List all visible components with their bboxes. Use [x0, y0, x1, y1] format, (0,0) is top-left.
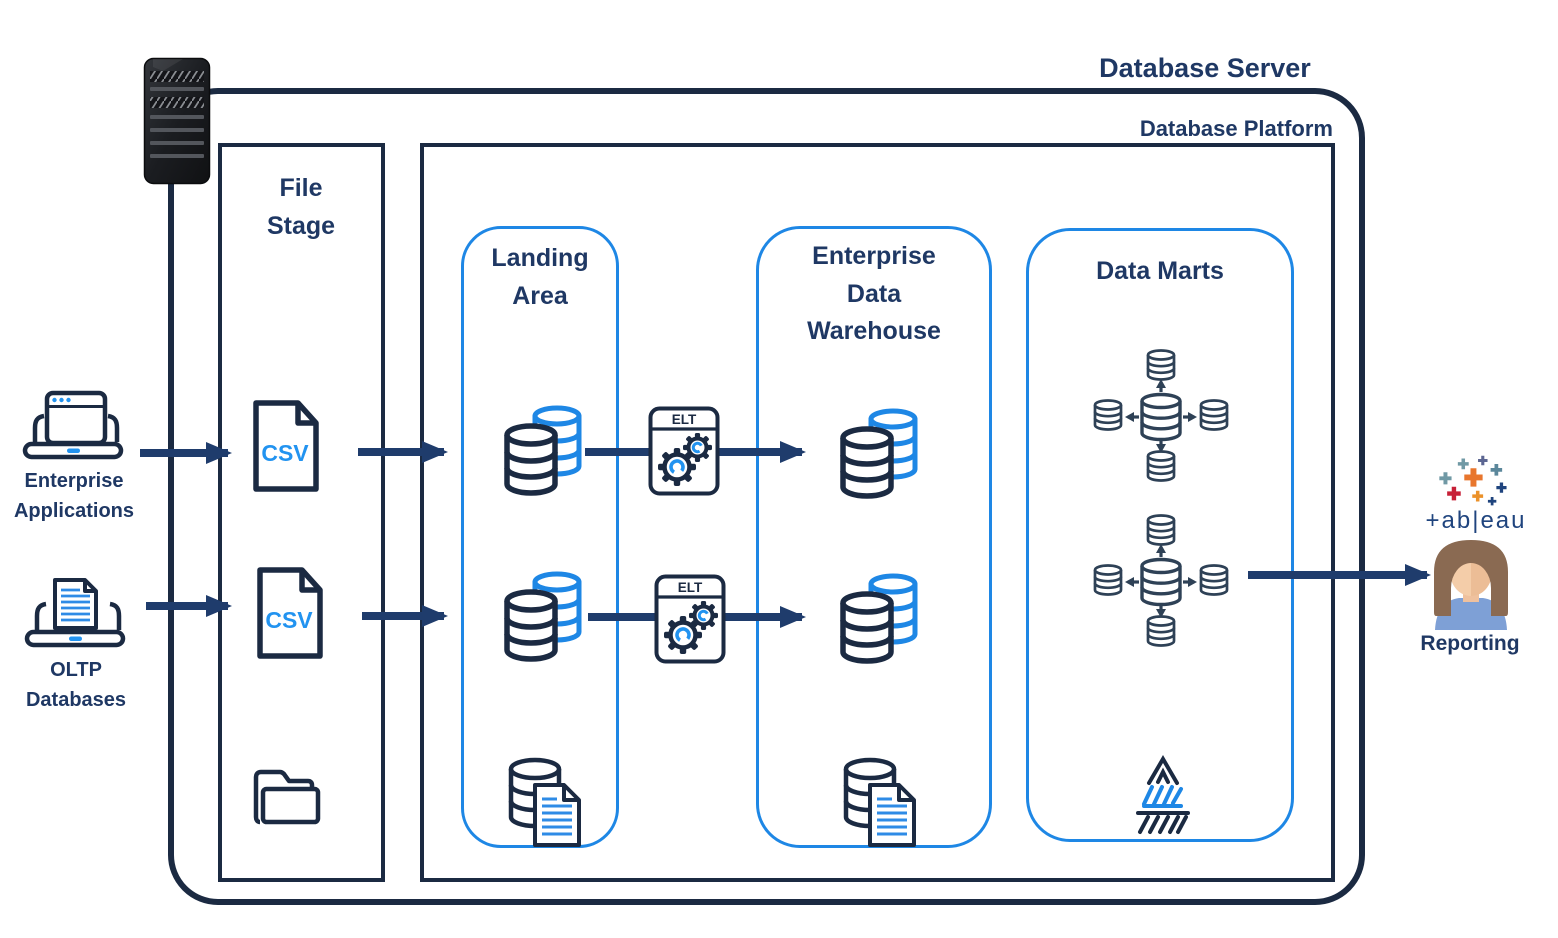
database-server-box [168, 88, 1365, 905]
reporting-label: Reporting [1420, 632, 1520, 655]
oltp-databases-label: OLTP Databases [25, 659, 127, 711]
elt-text: ELT [672, 412, 697, 427]
elt-text: ELT [678, 580, 703, 595]
file-stage-title: File Stage [266, 174, 336, 240]
folder-icon [253, 769, 321, 825]
database-document-icon [840, 755, 920, 847]
database-platform-title: Database Platform [1139, 116, 1333, 141]
file-stage-box [218, 143, 385, 882]
enterprise-applications-label: Enterprise Applications [13, 470, 134, 522]
database-document-icon [505, 755, 585, 847]
database-platform-box [420, 143, 1335, 882]
server-tower-icon [143, 57, 211, 185]
elt-gears-icon: ELT [654, 574, 726, 664]
csv-file-icon: CSV [253, 400, 319, 492]
laptop-document-icon [24, 578, 126, 648]
elt-gears-icon: ELT [648, 406, 720, 496]
csv-file-icon: CSV [257, 567, 323, 659]
database-cylinders-icon [500, 568, 592, 664]
hatched-pyramid-icon [1118, 753, 1208, 837]
analyst-person-icon [1434, 540, 1508, 630]
database-cylinders-icon [500, 402, 592, 498]
landing-area-title: Landing Area [491, 244, 589, 310]
database-cylinders-icon [836, 570, 928, 666]
database-cylinders-icon [836, 405, 928, 501]
database-server-title: Database Server [1099, 53, 1311, 83]
data-marts-box [1026, 228, 1294, 842]
csv-text: CSV [261, 440, 309, 466]
laptop-browser-icon [22, 390, 124, 460]
csv-text: CSV [265, 607, 313, 633]
tableau-logo-icon [1439, 455, 1507, 506]
edw-title: Enterprise Data Warehouse [807, 242, 941, 345]
tableau-wordmark: +ab|eau [1425, 507, 1527, 534]
database-distribution-icon [1085, 510, 1237, 648]
data-marts-title: Data Marts [1096, 257, 1224, 285]
database-distribution-icon [1085, 345, 1237, 483]
